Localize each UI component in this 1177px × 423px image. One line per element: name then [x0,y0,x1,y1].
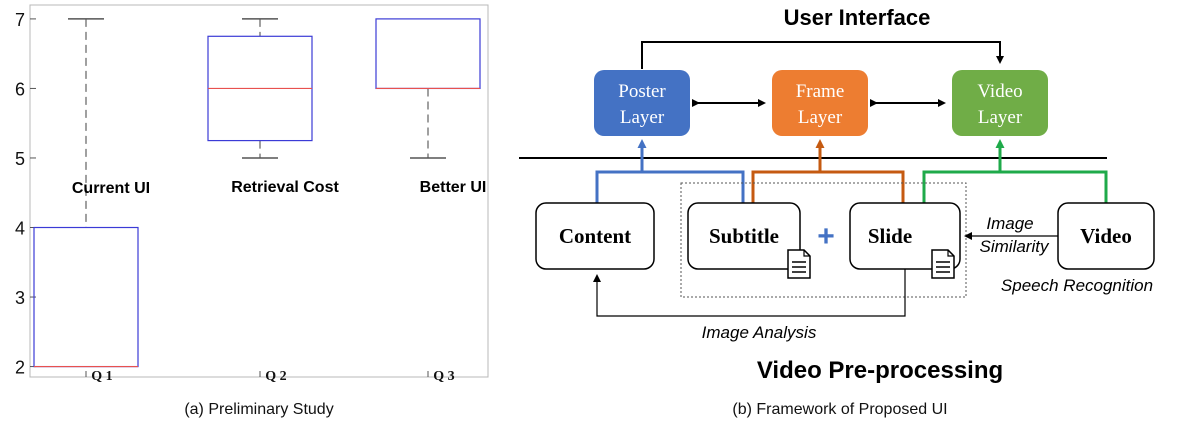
poster-layer-label-line1: Poster [618,81,666,102]
y-tick-label: 5 [15,149,25,169]
group-labels: Current UI Retrieval Cost Better UI [72,179,486,197]
frame-layer-box [772,70,868,136]
video-layer-label-line1: Video [977,81,1022,102]
subtitle-box [687,202,801,270]
blue-connector [595,170,745,205]
image-similarity-label-line1: Image [986,214,1033,233]
y-tick-label: 6 [15,79,25,99]
x-tick-label: Q 1 [91,369,112,384]
speech-recognition-label: Speech Recognition [1001,276,1153,295]
box-series [33,18,481,368]
box-plot: 2 3 4 5 6 7 Current UI Retrieval Cost Better UI… [15,4,489,384]
document-icon [787,249,811,279]
diagram-top-title: User Interface [784,5,931,30]
poster-layer: Poster Layer [594,70,690,136]
image-similarity-label-line2: Similarity [980,237,1050,256]
video-label: Video [1080,224,1132,248]
x-tick-label: Q 2 [265,369,286,384]
content-box [535,202,655,270]
poster-layer-box [594,70,690,136]
x-tick-label: Q 3 [433,369,454,384]
subtitle-label: Subtitle [709,224,779,248]
document-icon [931,249,955,279]
y-tick-label: 7 [15,10,25,30]
y-tick-label: 3 [15,288,25,308]
framework-diagram: User Interface Poster Layer Frame Layer … [519,5,1155,384]
group-label: Retrieval Cost [231,179,339,196]
group-label: Current UI [72,180,150,197]
content-label: Content [559,224,631,248]
slide-label: Slide [868,224,912,248]
slide-component: Slide [849,202,961,279]
subtitle-component: Subtitle [687,202,811,279]
diagram-bottom-title: Video Pre-processing [757,357,1003,384]
slide-to-content-arrow [593,269,906,317]
subtitle-slide-group [680,182,967,298]
video-layer-label-line2: Layer [978,107,1023,128]
content-component: Content [535,202,655,270]
video-layer: Video Layer [952,70,1048,136]
poster-to-video-connector [641,41,1004,69]
video-layer-box [952,70,1048,136]
caption-right: (b) Framework of Proposed UI [732,401,947,418]
poster-layer-label-line2: Layer [620,107,665,128]
plot-frame [29,4,489,378]
group-label: Better UI [420,179,487,196]
green-connector [922,170,1108,205]
frame-layer-label-line1: Frame [796,81,845,102]
orange-connector [751,170,905,205]
frame-layer: Frame Layer [772,70,868,136]
image-analysis-label: Image Analysis [702,323,817,342]
x-axis: Q 1 Q 2 Q 3 [85,369,455,384]
plus-icon: + [817,220,835,253]
video-component: Video [1057,202,1155,270]
y-tick-label: 2 [15,358,25,378]
y-tick-label: 4 [15,219,25,239]
caption-left: (a) Preliminary Study [184,401,333,418]
frame-layer-label-line2: Layer [798,107,843,128]
